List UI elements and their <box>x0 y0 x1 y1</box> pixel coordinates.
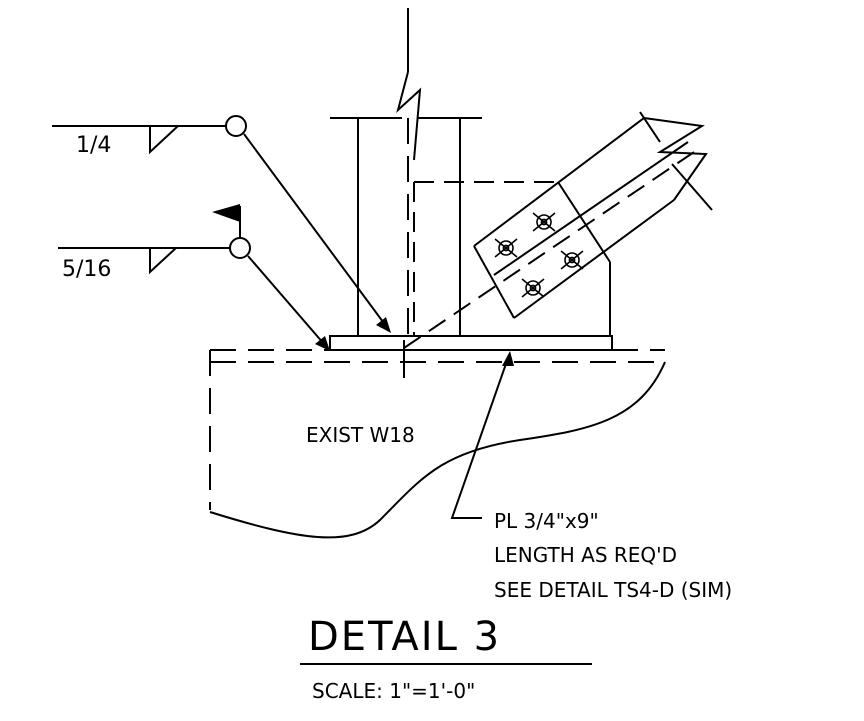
bolt-icon <box>532 212 556 232</box>
plate-leader <box>450 351 514 519</box>
bolt-icon <box>560 250 584 270</box>
weld-symbol-1: 1/4 <box>52 115 391 333</box>
bolt-icon <box>494 238 518 258</box>
scale-label: SCALE: 1"=1'-0" <box>312 679 475 703</box>
bolt-icon <box>521 278 545 298</box>
detail-title: DETAIL 3 <box>308 614 501 660</box>
field-weld-flag-icon <box>212 204 240 222</box>
plate-callout-line3: SEE DETAIL TS4-D (SIM) <box>494 578 732 602</box>
plate-callout-line2: LENGTH AS REQ'D <box>494 543 677 567</box>
gusset-plate <box>413 181 611 336</box>
base-plate <box>329 335 613 351</box>
bolt-group <box>494 212 584 298</box>
exist-member-label: EXIST W18 <box>306 423 415 447</box>
brace <box>403 111 713 349</box>
column-centerline <box>396 8 422 378</box>
weld-size-label-1: 1/4 <box>76 133 111 158</box>
column-walls <box>330 117 482 336</box>
weld-symbol-2: 5/16 <box>58 204 330 351</box>
weld-size-label-2: 5/16 <box>62 257 111 282</box>
plate-callout-line1: PL 3/4"x9" <box>494 509 599 533</box>
existing-beam <box>209 349 666 539</box>
